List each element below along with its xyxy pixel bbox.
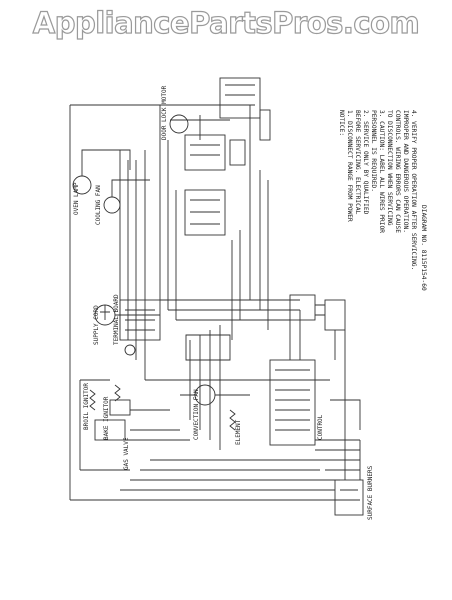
label-control: CONTROL xyxy=(317,414,324,440)
note-line-9: 4. VERIFY PROPER OPERATION AFTER SERVICI… xyxy=(410,110,417,270)
label-element: ELEMENT xyxy=(235,419,242,445)
label-gas-valve: GAS VALVE xyxy=(123,437,130,470)
note-line-8: IMPROPER AND DANGEROUS OPERATION. xyxy=(402,110,409,233)
note-line-0: NOTICE: xyxy=(338,110,345,136)
note-line-2: BEFORE SERVICING. ELECTRICAL xyxy=(354,110,361,215)
label-bake-ignitor: BAKE IGNITOR xyxy=(103,396,110,440)
diagram-number: DIAGRAM NO. 8115P154-60 xyxy=(420,205,427,291)
label-cooling-fan: COOLING FAN xyxy=(95,185,102,225)
note-line-7: CONTROLS. WIRING ERRORS CAN CAUSE xyxy=(394,110,401,233)
note-line-6: TO DISCONNECTION WHEN SERVICING xyxy=(386,110,393,226)
note-line-3: 2. SERVICE ONLY BY QUALIFIED xyxy=(362,110,369,215)
component-labels: DOOR LOCK MOTOR COOLING FAN OVEN LAMP SU… xyxy=(73,85,374,520)
watermark-logo: AppliancePartsPros.com xyxy=(32,5,420,40)
note-line-5: 3. CAUTION: LABEL ALL WIRES PRIOR xyxy=(378,110,385,233)
label-oven-lamp: OVEN LAMP xyxy=(73,182,80,215)
label-supply-cord: SUPPLY CORD xyxy=(93,305,100,345)
label-broil-ignitor: BROIL IGNITOR xyxy=(83,383,90,430)
label-convection-fan: CONVECTION FAN xyxy=(193,389,200,440)
note-line-1: 1. DISCONNECT RANGE FROM POWER xyxy=(346,110,353,222)
label-terminal-board: TERMINAL BOARD xyxy=(113,294,120,345)
label-door-lock-motor: DOOR LOCK MOTOR xyxy=(161,85,168,140)
wiring-lines xyxy=(69,77,364,516)
note-line-4: PERSONNEL IS REQUIRED. xyxy=(370,110,377,192)
label-surface-burners: SURFACE BURNERS xyxy=(367,465,374,520)
notes-block: NOTICE: 1. DISCONNECT RANGE FROM POWER B… xyxy=(338,110,427,291)
